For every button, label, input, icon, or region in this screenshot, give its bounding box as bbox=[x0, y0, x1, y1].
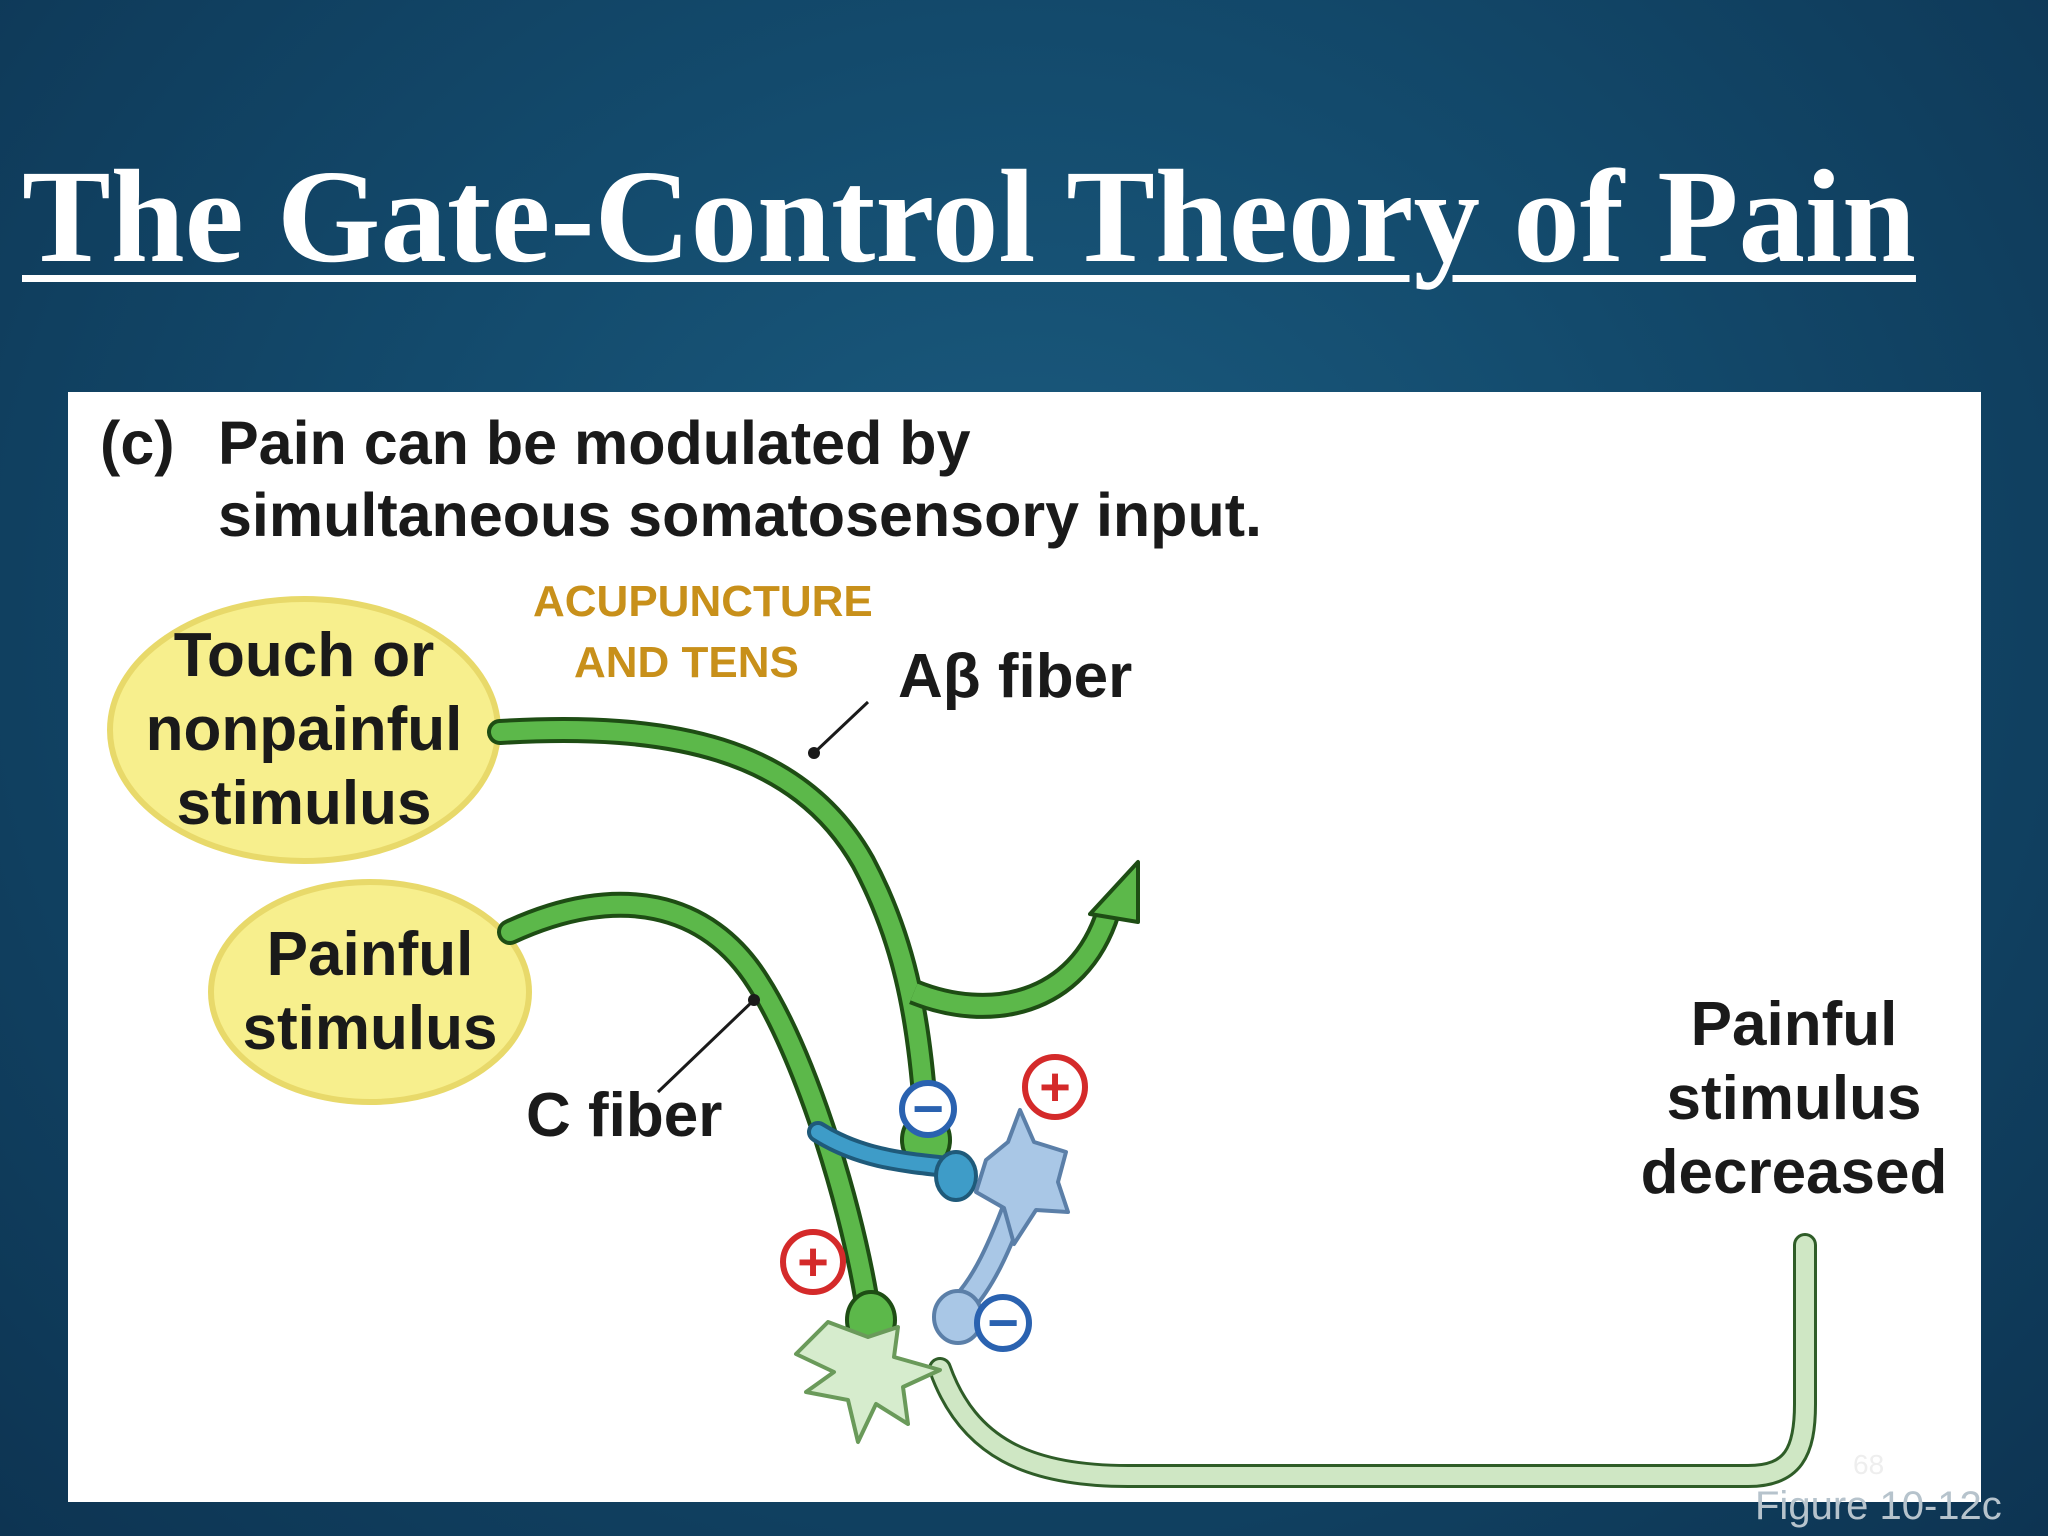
minus-sign-bottom: − bbox=[974, 1293, 1032, 1353]
diagram-heading-line1: Pain can be modulated by bbox=[218, 409, 971, 477]
projection-neuron bbox=[794, 1320, 942, 1444]
ascending-arrow-head bbox=[1088, 860, 1140, 924]
c-fiber-label: C fiber bbox=[526, 1081, 722, 1150]
result-line3: decreased bbox=[1641, 1138, 1948, 1207]
abeta-leader-line bbox=[812, 700, 870, 755]
figure-caption: Figure 10-12c bbox=[1755, 1484, 2002, 1528]
result-line2: stimulus bbox=[1667, 1064, 1922, 1133]
plus-sign-top: + bbox=[1022, 1054, 1088, 1120]
slide-title: The Gate-Control Theory of Pain bbox=[22, 142, 1916, 290]
painful-stimulus-line1: Painful bbox=[267, 920, 474, 989]
touch-stimulus-line3: stimulus bbox=[177, 769, 432, 838]
panel-letter: (c) bbox=[100, 409, 175, 477]
svg-text:+: + bbox=[797, 1232, 829, 1292]
svg-text:−: − bbox=[912, 1079, 944, 1139]
painful-stimulus-line2: stimulus bbox=[243, 994, 498, 1063]
inhibitory-interneuron bbox=[932, 1108, 1070, 1345]
annotation-line1: ACUPUNCTURE bbox=[533, 577, 873, 626]
touch-stimulus-line2: nonpainful bbox=[146, 695, 463, 764]
inhibitory-branch bbox=[807, 1121, 978, 1202]
diagram-heading-line2: simultaneous somatosensory input. bbox=[218, 481, 1262, 549]
diagram-panel: (c) Pain can be modulated by simultaneou… bbox=[68, 392, 1981, 1502]
svg-text:+: + bbox=[1039, 1057, 1071, 1117]
page-number: 68 bbox=[1853, 1449, 1884, 1480]
minus-sign-top: − bbox=[899, 1079, 957, 1139]
c-fiber-leader-line bbox=[656, 998, 756, 1094]
output-tract bbox=[928, 1233, 1817, 1488]
painful-stimulus-oval bbox=[208, 879, 532, 1105]
touch-stimulus-line1: Touch or bbox=[174, 621, 435, 690]
plus-sign-bottom: + bbox=[780, 1229, 846, 1295]
annotation-line2: AND TENS bbox=[574, 638, 799, 687]
svg-text:−: − bbox=[987, 1293, 1019, 1353]
abeta-fiber-label: Aβ fiber bbox=[898, 642, 1132, 711]
gate-control-diagram: (c) Pain can be modulated by simultaneou… bbox=[100, 409, 1948, 1488]
result-line1: Painful bbox=[1691, 990, 1898, 1059]
